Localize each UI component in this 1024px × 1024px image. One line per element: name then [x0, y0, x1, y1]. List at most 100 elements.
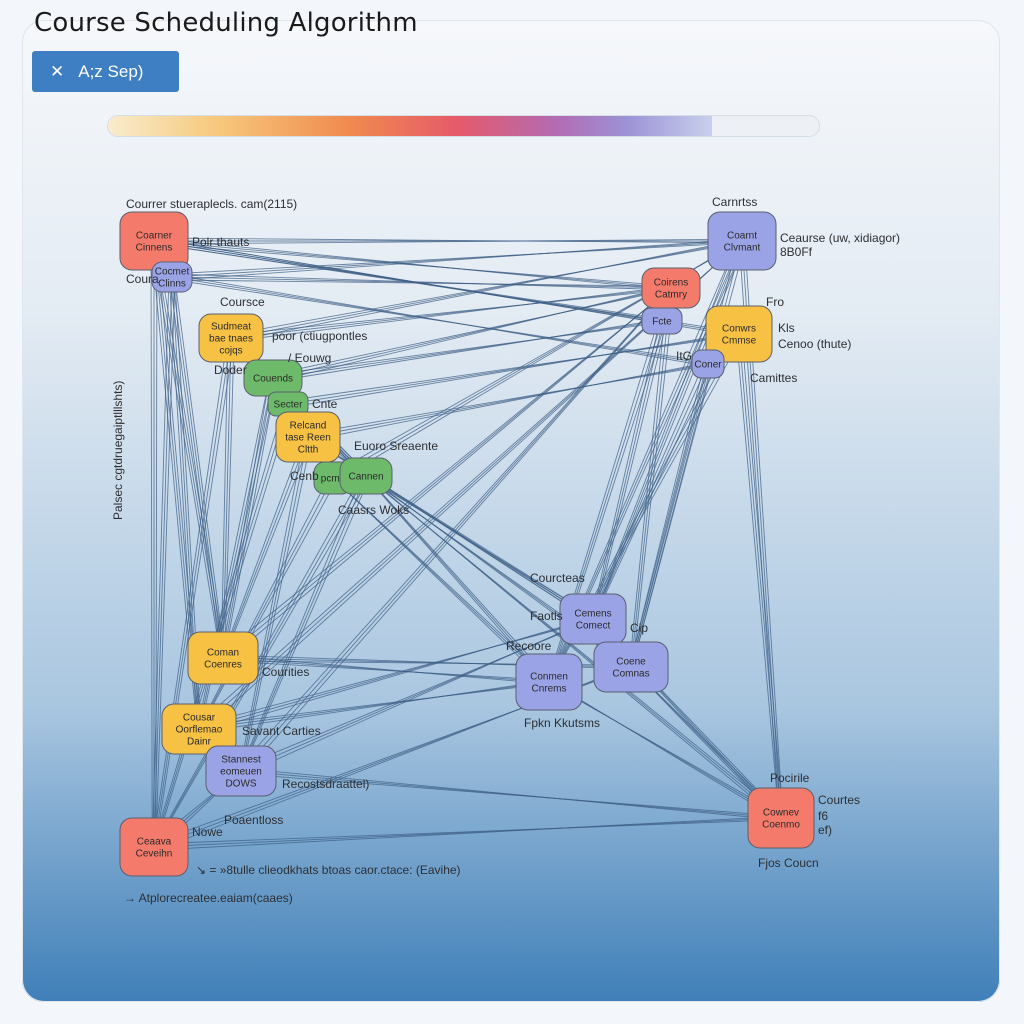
edge	[198, 679, 550, 730]
diagram-label: Savant Carties	[242, 724, 321, 738]
diagram-label: Kls	[778, 321, 795, 335]
edge	[171, 238, 743, 278]
diagram-label: / Eouwg	[288, 351, 331, 365]
diagram-label: Camittes	[750, 371, 797, 385]
node-label: Oorflemao	[176, 725, 223, 736]
diagram-label: Recoore	[506, 639, 552, 653]
edge	[224, 340, 235, 657]
edge	[628, 284, 669, 669]
node-label: Cocmet	[155, 267, 190, 278]
edge	[156, 815, 783, 851]
edge	[168, 273, 670, 291]
node-box	[161, 703, 237, 755]
node-box	[705, 305, 773, 363]
node-box	[707, 211, 777, 271]
node-label: Ceaava	[137, 837, 172, 848]
diagram-label: Nowe	[192, 825, 223, 839]
graph-node[interactable]: Coner	[691, 349, 725, 379]
edge	[243, 616, 595, 775]
edge	[310, 361, 710, 441]
diagram-label: Poaentloss	[224, 813, 283, 827]
edge	[738, 333, 784, 819]
node-label: Coarner	[136, 231, 173, 242]
node-label: Comect	[576, 621, 611, 632]
node-label: Cnrems	[531, 684, 566, 695]
node-label: Ceveihn	[136, 849, 173, 860]
node-label: Catmry	[655, 290, 687, 301]
progress-fill	[108, 116, 713, 136]
edge	[545, 678, 780, 821]
diagram-label: Polr thauts	[192, 235, 249, 249]
node-label: Clinns	[158, 279, 186, 290]
edge	[240, 287, 672, 772]
node-label: Clvmant	[724, 243, 761, 254]
graph-node[interactable]: Fcte	[641, 307, 683, 335]
diagram-label: ↘ = »8tulle clieodkhats btoas caor.ctace…	[196, 863, 461, 877]
graph-node[interactable]: Couends	[243, 359, 303, 397]
edge	[156, 243, 226, 657]
edge	[242, 478, 370, 770]
diagram-label: Cenb	[290, 469, 319, 483]
edge	[233, 238, 744, 342]
diagram-label: → Atplorecreatee.eaiam(caaes)	[124, 891, 293, 905]
node-label: Conwrs	[722, 324, 756, 335]
tab-button[interactable]: ✕ A;z Sep)	[32, 51, 179, 92]
diagram-label: poor (ctiugpontles	[272, 329, 367, 343]
edge	[590, 360, 706, 621]
graph-node[interactable]: Cannen	[339, 457, 393, 495]
edge	[368, 478, 784, 817]
edge	[153, 815, 782, 848]
diagram-label: Coura	[126, 272, 159, 286]
edge	[230, 239, 743, 339]
edge	[594, 366, 712, 618]
node-box	[275, 411, 341, 463]
edge	[150, 237, 153, 849]
diagram-label: Doder	[214, 363, 247, 377]
diagram-label: f6	[818, 809, 828, 823]
edge	[307, 362, 709, 438]
edge	[233, 285, 673, 342]
edge	[632, 366, 712, 666]
node-label: Sudmeat	[211, 322, 251, 333]
edge	[152, 403, 289, 848]
edge	[222, 657, 550, 685]
node-label: Relcand	[290, 421, 327, 432]
edge	[272, 286, 672, 379]
edge	[272, 319, 663, 379]
diagram-label: Cenoo (thute)	[778, 337, 851, 351]
node-box	[641, 307, 683, 335]
edge	[242, 439, 312, 770]
diagram-label: Courities	[262, 665, 309, 679]
node-label: Cownev	[763, 808, 799, 819]
edge	[153, 240, 225, 659]
node-label: DOWS	[225, 779, 256, 790]
edge	[238, 433, 306, 773]
diagram-label: Coursce	[220, 295, 265, 309]
tab-label: A;z Sep)	[78, 61, 144, 81]
close-icon[interactable]: ✕	[50, 61, 65, 81]
edge	[227, 289, 670, 336]
node-label: pcmo	[321, 474, 346, 485]
edge	[222, 287, 672, 659]
diagram-label: Courtes	[818, 793, 860, 807]
side-axis-label: Palsec cgtdruegaiptlllshts)	[111, 381, 125, 520]
diagram-label: Faotls	[530, 609, 563, 623]
node-label: Comnas	[612, 669, 649, 680]
diagram-label: Cnte	[312, 397, 338, 411]
edge	[548, 681, 782, 819]
